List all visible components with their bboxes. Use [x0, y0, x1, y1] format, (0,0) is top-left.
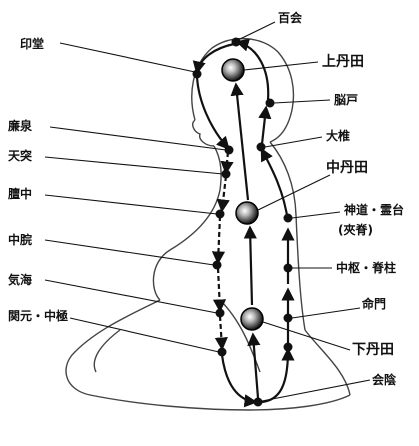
label-naoko: 脳戸 — [334, 92, 358, 107]
labels: 百会 印堂 上丹田 脳戸 廉泉 大椎 天突 中丹田 膻中 神道・霊台 (夾脊) … — [8, 10, 404, 387]
label-yintang: 印堂 — [20, 36, 44, 51]
label-mingmen: 命門 — [361, 296, 386, 311]
tanden-orbs — [222, 59, 263, 330]
label-danzhong: 膻中 — [8, 186, 32, 201]
middle-tanden-orb — [236, 202, 258, 224]
label-tianzhu: 天突 — [8, 148, 32, 163]
label-dazhui: 大椎 — [326, 128, 350, 143]
label-baihui: 百会 — [278, 10, 303, 25]
label-zhongshu-jizhu: 中枢・脊柱 — [336, 260, 396, 275]
dot-dazhui — [257, 143, 266, 152]
label-jiaji: (夾脊) — [338, 222, 373, 237]
upper-tanden-orb — [222, 59, 244, 81]
dot-shendao — [284, 214, 293, 223]
dot-naoko — [266, 99, 275, 108]
dot-huiyin — [254, 398, 263, 407]
label-huiyin: 会陰 — [372, 372, 397, 387]
label-renquan: 廉泉 — [8, 118, 33, 133]
figure-outline — [66, 39, 350, 410]
dot-mingmen — [284, 314, 293, 323]
dot-zhongshu — [284, 264, 293, 273]
label-guanyuan-zhongji: 関元・中極 — [8, 308, 68, 323]
lower-tanden-orb — [241, 308, 263, 330]
dot-yintang — [193, 70, 202, 79]
dot-shimo — [284, 343, 293, 352]
label-kami-tanden: 上丹田 — [322, 54, 364, 70]
label-shimo-tanden: 下丹田 — [352, 342, 394, 358]
central-channel — [236, 85, 258, 398]
label-naka-tanden: 中丹田 — [326, 159, 368, 176]
label-zhongwan: 中脘 — [8, 232, 32, 247]
label-qihai: 気海 — [8, 272, 32, 287]
label-shendao-lingtai: 神道・霊台 — [344, 202, 404, 217]
leader-lines — [45, 22, 370, 401]
